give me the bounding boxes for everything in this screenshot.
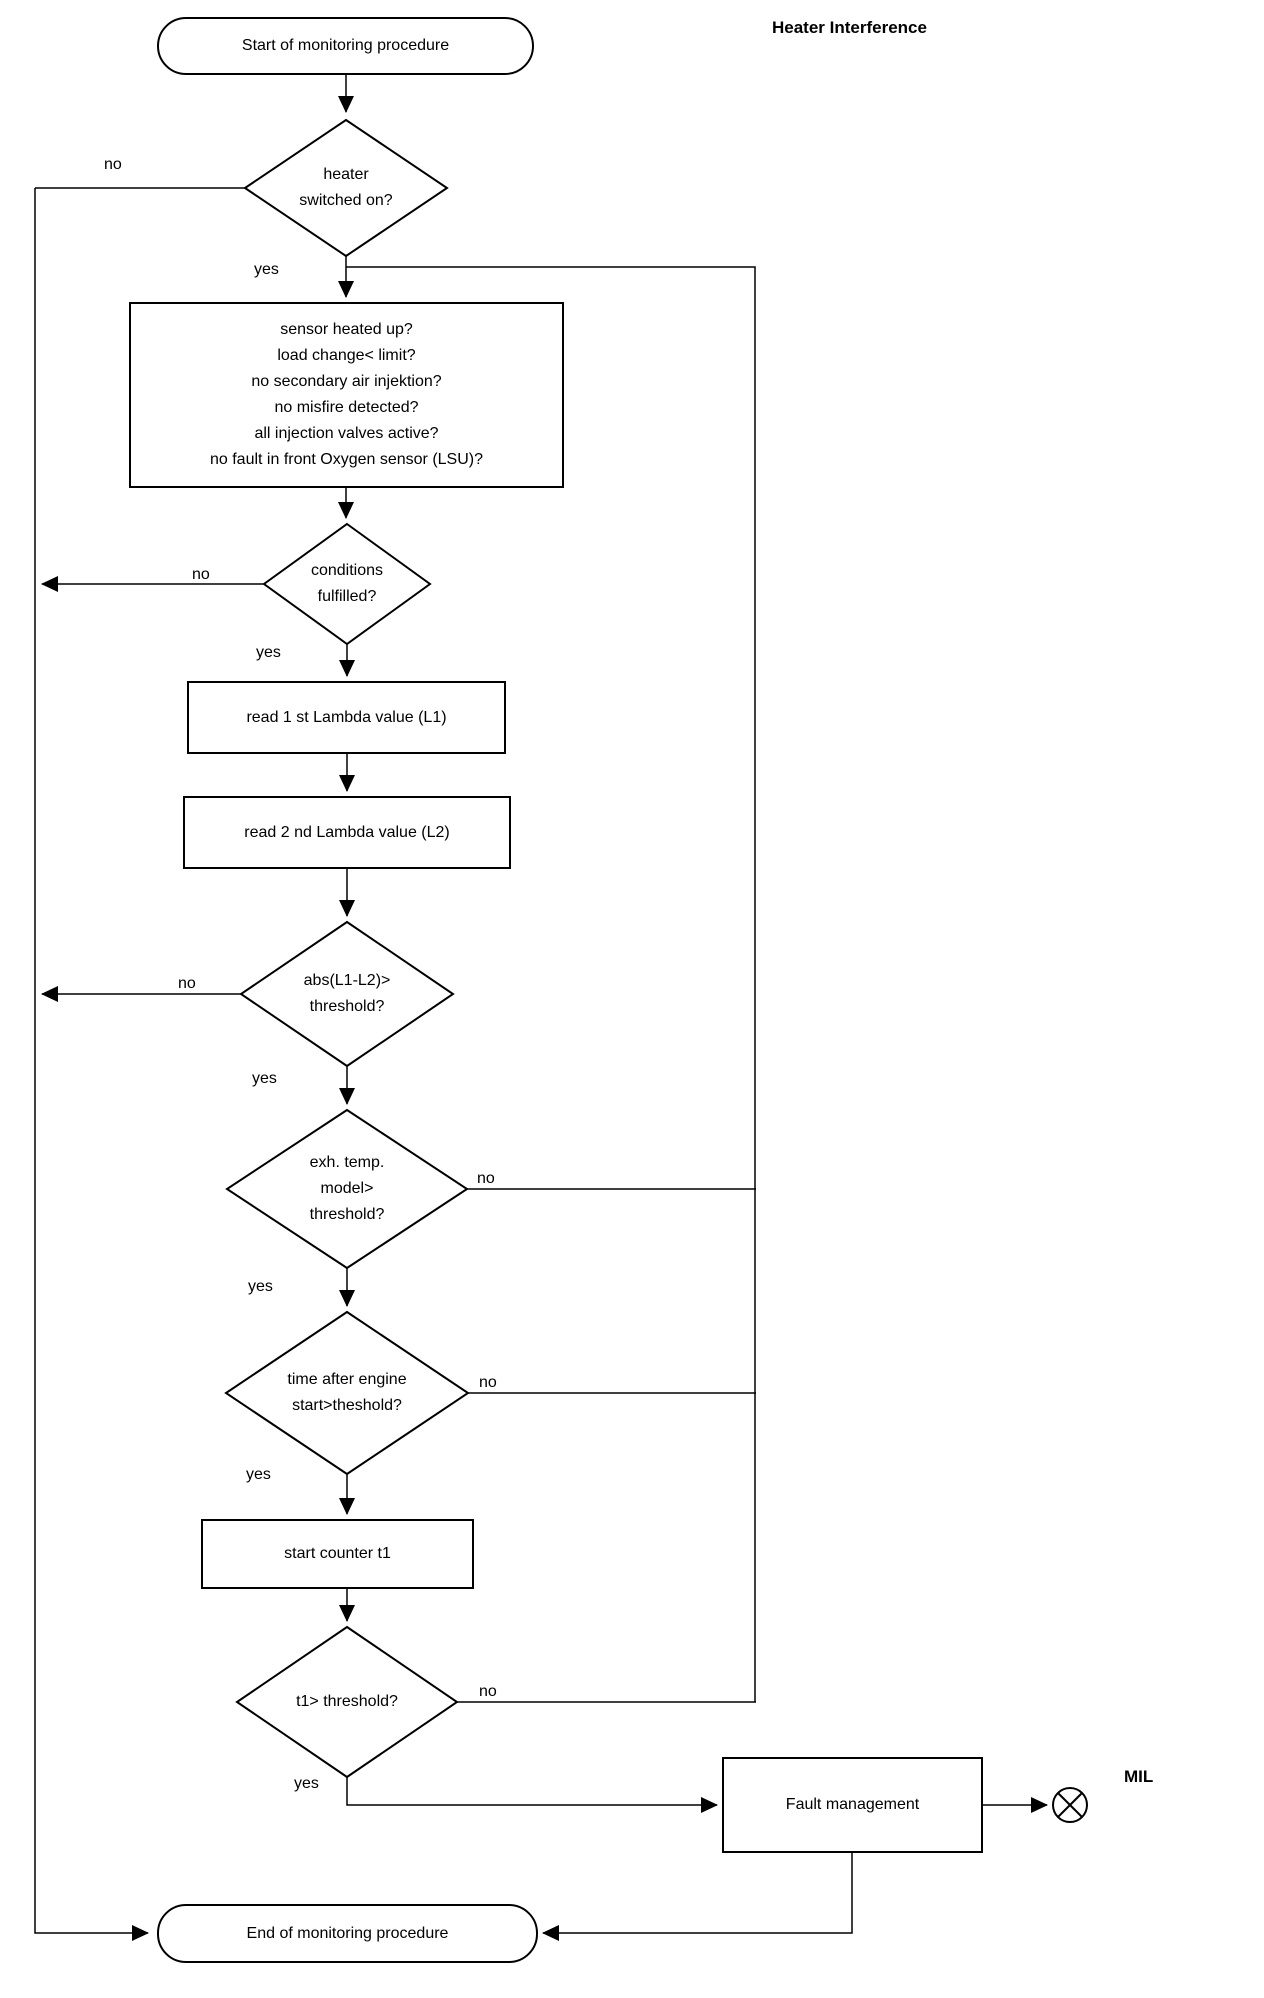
edge-t1-yes-to-fault [346,1777,718,1813]
mil-lamp-label: MIL [1124,1767,1154,1786]
mil-lamp-icon [1052,1787,1088,1823]
end-terminator-shape [157,1904,538,1963]
t1-threshold-decision-shape [235,1625,459,1779]
edge-fault-to-end [542,1852,853,1941]
diagram-title: Heater Interference [772,18,927,37]
time-after-start-decision-shape [224,1310,470,1476]
start-counter-box-shape [201,1519,474,1589]
start-terminator-shape [157,17,534,75]
read-l1-box-shape [187,681,506,754]
abs-threshold-decision-shape [239,920,455,1068]
entry-conditions-box-shape [129,302,564,488]
heater-decision-shape [243,118,449,258]
exh-temp-decision-shape [225,1108,469,1270]
fault-management-box-shape [722,1757,983,1853]
edge-left-rail-to-end [34,188,149,1941]
read-l2-box-shape [183,796,511,869]
edge-feedback-rail [346,266,756,1702]
conditions-fulfilled-decision-shape [262,522,432,646]
